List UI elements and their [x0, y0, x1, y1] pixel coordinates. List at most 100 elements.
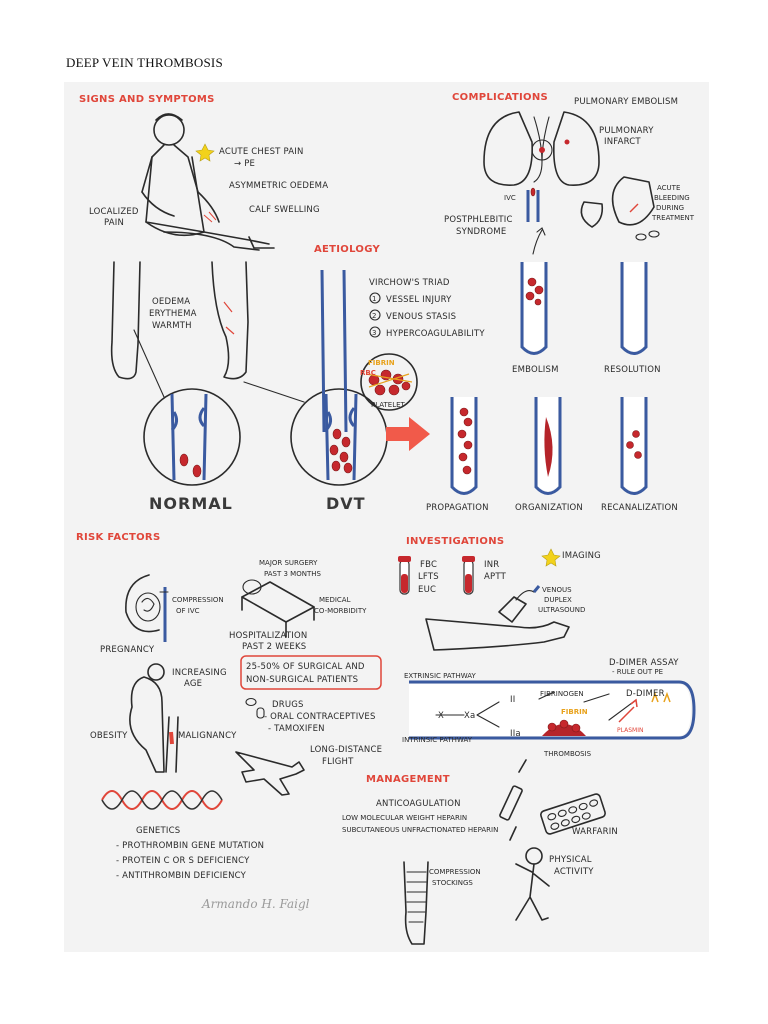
aetiology-section: AETIOLOGY VIRCHOW'S TRIAD 1 VESSEL INJUR… [314, 244, 485, 451]
investigations-heading: INVESTIGATIONS [406, 536, 504, 547]
inr-label: INR [484, 560, 499, 570]
organization-vessel [534, 397, 562, 495]
syringe-icon [499, 759, 527, 841]
past-3-months-label: PAST 3 MONTHS [264, 570, 322, 578]
activity-label: ACTIVITY [554, 867, 594, 877]
pulmonary-label: PULMONARY [599, 126, 654, 136]
resolution-vessel [620, 262, 648, 355]
flight-label: FLIGHT [322, 757, 354, 767]
genetics-item-2: - PROTEIN C OR S DEFICIENCY [116, 856, 250, 866]
factor-ii-label: II [510, 695, 515, 705]
fbc-label: FBC [420, 560, 437, 570]
acute-chest-pain-label: ACUTE CHEST PAIN [219, 147, 304, 157]
asymmetric-oedema-label: ASYMMETRIC OEDEMA [229, 181, 328, 191]
svg-text:1: 1 [372, 295, 376, 303]
svg-text:VESSEL INJURY: VESSEL INJURY [386, 295, 452, 305]
management-section: MANAGEMENT ANTICOAGULATION LOW MOLECULAR… [342, 759, 618, 945]
drugs-label: DRUGS [272, 700, 304, 710]
ivc-label: IVC [504, 194, 516, 202]
rbc-label: RBC [360, 369, 376, 377]
legs-illustration [110, 261, 249, 380]
during-label: DURING [656, 204, 684, 212]
resolution-label: RESOLUTION [604, 365, 661, 375]
incidence-line-1: 25-50% OF SURGICAL AND [246, 662, 365, 672]
dvt-label: DVT [326, 494, 366, 513]
long-distance-label: LONG-DISTANCE [310, 745, 382, 755]
signs-heading: SIGNS AND SYMPTOMS [79, 94, 215, 105]
recanalization-label: RECANALIZATION [601, 503, 678, 513]
svg-text:2: 2 [372, 312, 376, 320]
compression-stockings-label-2: STOCKINGS [432, 879, 473, 887]
lfts-label: LFTS [418, 572, 439, 582]
factor-xa-label: Xa [464, 711, 475, 721]
risk-factors-section: RISK FACTORS COMPRESSION OF IVC PREGNANC… [76, 532, 382, 881]
pregnancy-illustration [125, 574, 169, 642]
factor-iia-label: IIa [510, 729, 521, 739]
venous-label: VENOUS [542, 586, 572, 594]
past-2-weeks-label: PAST 2 WEEKS [242, 642, 306, 652]
plasmin-label: PLASMIN [617, 727, 643, 734]
postphlebitic-label: POSTPHLEBITIC [444, 215, 513, 225]
compression-stocking-illustration [403, 861, 429, 945]
risk-factors-heading: RISK FACTORS [76, 532, 160, 543]
genetics-item-1: - PROTHROMBIN GENE MUTATION [116, 841, 264, 851]
genetics-label: GENETICS [136, 826, 180, 836]
platelet-label: PLATELET [371, 401, 406, 409]
aetiology-heading: AETIOLOGY [314, 244, 381, 255]
recanalization-vessel [620, 397, 648, 495]
physical-label: PHYSICAL [549, 855, 592, 865]
signs-symptoms-section: SIGNS AND SYMPTOMS ACUTE CHEST PAIN → PE… [79, 94, 388, 513]
intrinsic-pathway-label: INTRINSIC PATHWAY [402, 736, 473, 744]
euc-label: EUC [418, 585, 436, 595]
star-icon [541, 548, 561, 567]
blood-tube-1-icon [398, 556, 411, 595]
pulmonary-embolism-label: PULMONARY EMBOLISM [574, 97, 678, 107]
normal-label: NORMAL [149, 494, 233, 513]
warfarin-label: WARFARIN [572, 827, 618, 837]
warmth-label: WARMTH [152, 321, 192, 331]
poster-sheet: SIGNS AND SYMPTOMS ACUTE CHEST PAIN → PE… [64, 82, 709, 952]
duplex-label: DUPLEX [544, 596, 572, 604]
lmwh-label: LOW MOLECULAR WEIGHT HEPARIN [342, 814, 467, 822]
d-dimer-assay-label: D-DIMER ASSAY [609, 658, 679, 668]
embolism-label: EMBOLISM [512, 365, 559, 375]
document-title: DEEP VEIN THROMBOSIS [66, 55, 223, 70]
svg-text:3: 3 [372, 329, 376, 337]
treatment-label: TREATMENT [651, 214, 695, 222]
complications-heading: COMPLICATIONS [452, 92, 548, 103]
seated-patient-illustration [141, 113, 275, 251]
triad-item-2: 2 VENOUS STASIS [369, 309, 456, 322]
obesity-label: OBESITY [90, 731, 128, 741]
triad-item-3: 3 HYPERCOAGULABILITY [369, 326, 485, 339]
embolism-vessel [520, 262, 548, 355]
rule-out-pe-label: - RULE OUT PE [612, 668, 663, 676]
stomach-brain-illustration [580, 176, 660, 241]
ufh-label: SUBCUTANEOUS UNFRACTIONATED HEPARIN [342, 826, 498, 834]
hospital-bed-illustration [241, 579, 315, 638]
erythema-label: ERYTHEMA [149, 309, 197, 319]
complications-section: COMPLICATIONS PULMONARY EMBOLISM PULMONA… [426, 92, 695, 513]
fibrin-label: FIBRIN [368, 359, 395, 367]
running-person-illustration [515, 847, 550, 921]
age-label: AGE [184, 679, 202, 689]
svg-text:HYPERCOAGULABILITY: HYPERCOAGULABILITY [386, 329, 485, 339]
svg-text:VENOUS STASIS: VENOUS STASIS [386, 312, 456, 322]
tamoxifen-label: - TAMOXIFEN [268, 724, 325, 734]
airplane-icon [235, 751, 305, 796]
thrombosis-label: THROMBOSIS [543, 750, 592, 758]
warfarin-blister-pack-icon [540, 793, 606, 835]
blood-tube-2-icon [462, 556, 475, 595]
extrinsic-pathway-label: EXTRINSIC PATHWAY [404, 672, 476, 680]
syndrome-label: SYNDROME [456, 227, 506, 237]
medical-label: MEDICAL [319, 596, 351, 604]
imaging-label: IMAGING [562, 551, 601, 561]
fibrinogen-label: FIBRINOGEN [540, 690, 584, 698]
malignancy-label: MALIGNANCY [178, 731, 237, 741]
coagulation-vessel [409, 680, 696, 740]
increasing-label: INCREASING [172, 668, 227, 678]
clot-magnifier [360, 353, 418, 411]
genetics-item-3: - ANTITHROMBIN DEFICIENCY [116, 871, 247, 881]
pe-arrow-label: → PE [234, 159, 255, 169]
oral-contraceptives-label: - ORAL CONTRACEPTIVES [264, 712, 376, 722]
compression-stockings-label-1: COMPRESSION [429, 868, 481, 876]
